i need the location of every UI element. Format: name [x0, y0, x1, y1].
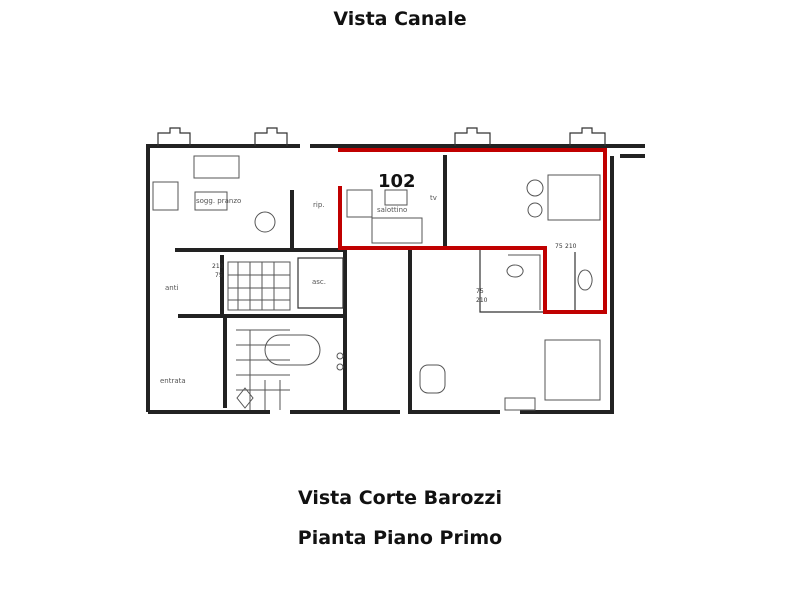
dimension-label: 210 [565, 243, 577, 250]
walls [146, 144, 645, 414]
room-anti: anti [165, 284, 178, 292]
dimension-label: 210 [476, 297, 488, 304]
room-ripostiglio: rip. [313, 201, 325, 209]
room-entrata: entrata [160, 377, 186, 385]
unit-number: 102 [378, 171, 416, 192]
window-bays [157, 127, 606, 146]
room-salottino: salottino [377, 206, 407, 214]
unit-102-outline [338, 148, 607, 314]
elevator-shaft [297, 257, 344, 309]
dimension-label: 75 [555, 243, 563, 250]
dimension-label: 75 [215, 272, 223, 279]
view-canal-label: Vista Canale [333, 8, 467, 30]
furniture [152, 155, 601, 411]
room-soggiorno: sogg. pranzo [196, 197, 241, 205]
dimension-label: 210 [212, 263, 224, 270]
view-courtyard-label: Vista Corte Barozzi [297, 487, 503, 509]
room-ascensore: asc. [312, 278, 326, 286]
floor-plan-title: Pianta Piano Primo [297, 527, 503, 549]
dimension-label: 75 [476, 288, 484, 295]
room-tv: tv [430, 194, 437, 202]
